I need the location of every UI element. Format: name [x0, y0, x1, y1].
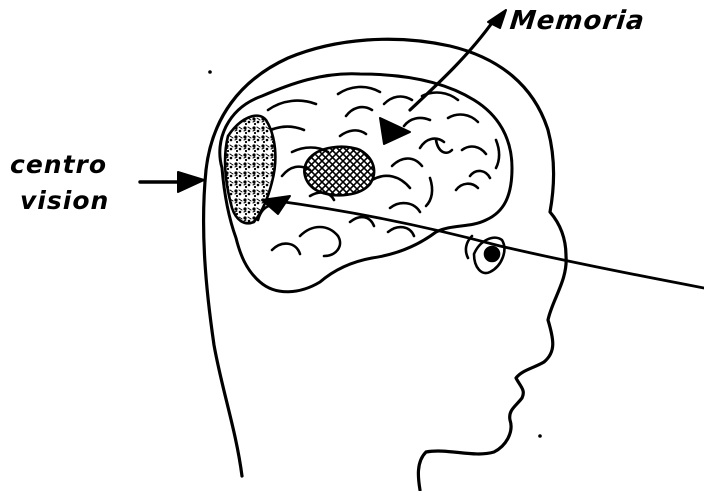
- head-outline: [204, 39, 567, 490]
- stray-dot: [538, 434, 542, 438]
- vision-pointer: [262, 196, 290, 214]
- memory-triangle: [380, 118, 410, 144]
- brain-folds: [258, 87, 499, 256]
- vision-label: vision: [20, 186, 109, 215]
- centro-label: centro: [10, 150, 107, 179]
- sight-line: [270, 200, 704, 288]
- vision-label-arrowhead: [178, 172, 204, 192]
- stray-dot: [208, 70, 212, 74]
- memoria-label: Memoria: [508, 6, 646, 36]
- memory-region: [304, 147, 374, 195]
